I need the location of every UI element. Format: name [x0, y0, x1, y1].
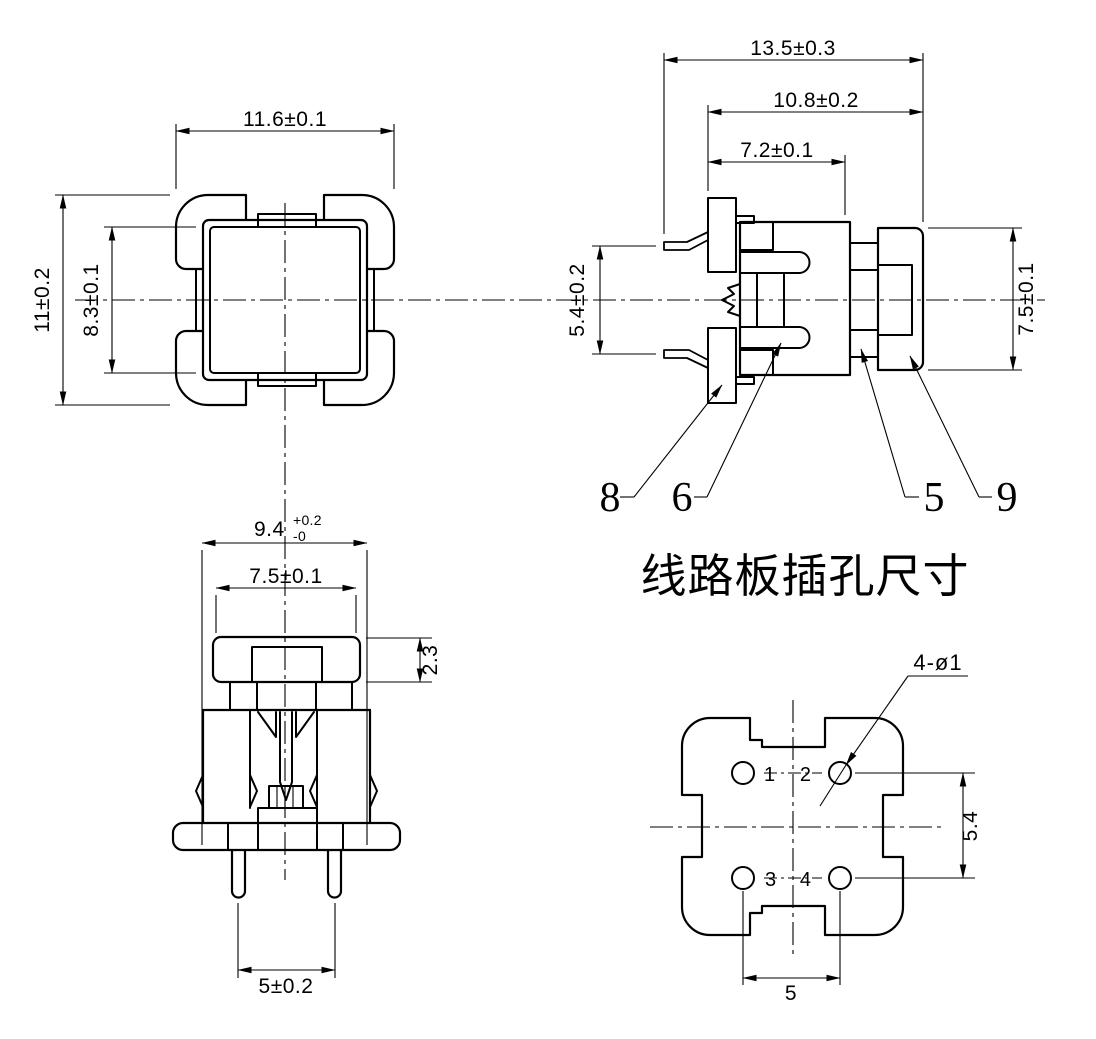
bottom-tab	[257, 372, 317, 387]
leader-line-8	[633, 384, 723, 498]
callout-8-label: 8	[600, 475, 621, 521]
upper-lead	[663, 231, 709, 251]
snap-detent	[721, 283, 741, 317]
dim-tol-upper: +0.2	[293, 512, 322, 528]
button-cap-inner	[877, 264, 913, 336]
lower-lead	[663, 349, 709, 369]
callout-5-label: 5	[924, 475, 945, 521]
dim-text-lead-span: 5.4±0.2	[566, 263, 589, 336]
button-cap	[876, 226, 925, 372]
hole-4-label: 4	[800, 869, 811, 891]
dim-text-body-length: 7.2±0.1	[740, 139, 813, 162]
dim-text-cap-width: 7.5±0.1	[249, 565, 322, 588]
pcb-hole-view: 线路板插孔尺寸 1 2 3 4 4-ø1 5.4 5	[641, 550, 983, 1005]
stem-front-lines	[229, 681, 353, 711]
dim-tol-lower: -0	[293, 528, 306, 544]
dim-text-top-height: 11±0.2	[31, 267, 54, 333]
callout-9-label: 9	[997, 475, 1018, 521]
top-tab	[257, 213, 317, 228]
leader-line-5	[860, 348, 906, 498]
note-leader-line	[845, 675, 909, 766]
flange-slots	[227, 822, 344, 851]
pins	[230, 848, 343, 899]
left-tab	[195, 268, 204, 332]
base-block	[257, 807, 318, 851]
pcb-footprint-outline	[680, 716, 905, 937]
hole-1-label: 1	[764, 764, 775, 786]
upper-slot	[739, 251, 811, 274]
dim-text-mid-length: 10.8±0.2	[773, 89, 859, 112]
dim-text-cap-height: 7.5±0.1	[1015, 262, 1038, 335]
corner-lobe-bottom-left	[174, 329, 248, 407]
body-outer-edges	[201, 708, 372, 825]
center-lines	[75, 203, 1045, 880]
hole-1	[731, 761, 755, 785]
hole-3	[731, 866, 755, 890]
body-step-lower	[739, 349, 774, 376]
dim-text-cap-thickness: 2.3	[419, 645, 442, 676]
contact-block-lines	[276, 786, 294, 808]
center-shaft	[279, 711, 293, 801]
pcb-view-title: 线路板插孔尺寸	[641, 550, 970, 602]
hole-2	[828, 761, 852, 785]
front-view: 9.4 +0.2 -0 7.5±0.1 2.3 5±0.2	[171, 512, 442, 998]
flange	[171, 821, 402, 852]
upper-terminal-plate	[707, 197, 737, 273]
note-leader-tail	[819, 764, 847, 807]
dim-text-overall-length: 13.5±0.3	[750, 37, 836, 60]
corner-lobe-top-left	[174, 193, 248, 271]
dim-text-pin-pitch: 5±0.2	[259, 975, 314, 998]
corner-lobe-bottom-right	[322, 329, 396, 407]
hole-3-label: 3	[765, 869, 776, 891]
lower-terminal-plate	[707, 327, 737, 404]
leader-line-6	[706, 342, 782, 498]
dim-text-row-pitch: 5.4	[959, 811, 982, 842]
dim-text-top-width: 11.6±0.1	[243, 108, 327, 131]
hole-2-label: 2	[800, 764, 811, 786]
dim-text-col-pitch: 5	[785, 982, 797, 1005]
right-tab	[366, 268, 375, 332]
snap-barbs	[195, 774, 378, 808]
plunger-front	[251, 646, 323, 683]
side-view: 13.5±0.3 10.8±0.2 7.2±0.1 5.4±0.2 7.5±0.…	[566, 37, 1038, 521]
corner-lobe-top-right	[322, 193, 396, 271]
center-post	[756, 272, 785, 328]
top-view: 11.6±0.1 11±0.2 8.3±0.1	[31, 108, 396, 407]
spring-chevrons	[257, 711, 315, 738]
lower-plate-tab	[735, 376, 755, 385]
callout-6-label: 6	[672, 475, 693, 521]
cap-front	[211, 635, 362, 684]
hole-size-note: 4-ø1	[913, 650, 962, 675]
body-step-upper	[739, 221, 774, 251]
dim-text-base-width: 9.4	[254, 518, 285, 541]
dim-text-cover-height: 8.3±0.1	[80, 263, 103, 336]
leader-line-9	[909, 355, 980, 498]
lower-slot	[739, 326, 811, 349]
hole-4	[828, 866, 852, 890]
body-inner-edges	[249, 709, 318, 809]
